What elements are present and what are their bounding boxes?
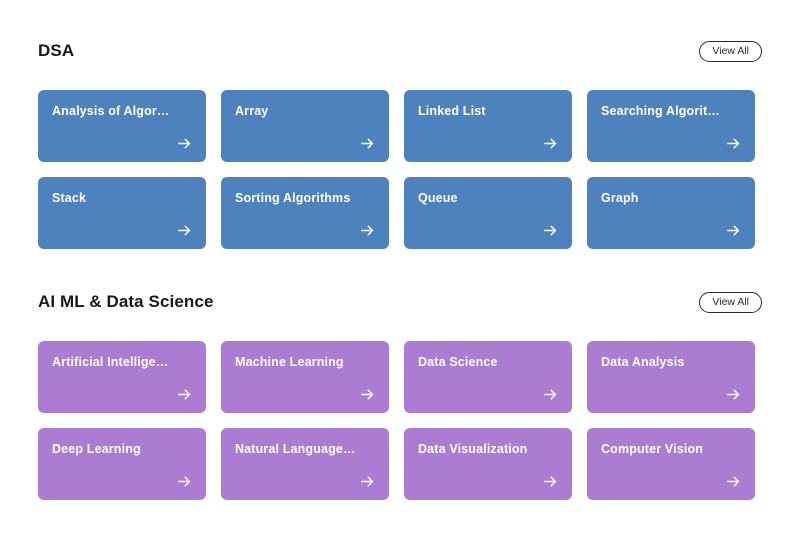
card-data-science[interactable]: Data Science bbox=[404, 341, 572, 413]
card-deep-learning[interactable]: Deep Learning bbox=[38, 428, 206, 500]
card-linked-list[interactable]: Linked List bbox=[404, 90, 572, 162]
section-ai-ml-data-science: AI ML & Data Science View All Artificial… bbox=[30, 283, 763, 500]
card-queue[interactable]: Queue bbox=[404, 177, 572, 249]
card-analysis-of-algorithms[interactable]: Analysis of Algor… bbox=[38, 90, 206, 162]
card-title: Artificial Intellige… bbox=[52, 355, 169, 369]
arrow-right-icon bbox=[542, 473, 559, 490]
card-title: Data Science bbox=[418, 355, 498, 369]
card-sorting-algorithms[interactable]: Sorting Algorithms bbox=[221, 177, 389, 249]
card-title: Data Analysis bbox=[601, 355, 685, 369]
section-header-dsa: DSA View All bbox=[30, 32, 763, 70]
card-natural-language-processing[interactable]: Natural Language… bbox=[221, 428, 389, 500]
card-title: Searching Algorit… bbox=[601, 104, 720, 118]
card-title: Sorting Algorithms bbox=[235, 191, 351, 205]
arrow-right-icon bbox=[359, 473, 376, 490]
arrow-right-icon bbox=[359, 222, 376, 239]
section-title-dsa: DSA bbox=[38, 41, 75, 60]
arrow-right-icon bbox=[176, 135, 193, 152]
card-title: Natural Language… bbox=[235, 442, 356, 456]
arrow-right-icon bbox=[542, 386, 559, 403]
card-title: Linked List bbox=[418, 104, 486, 118]
card-graph[interactable]: Graph bbox=[587, 177, 755, 249]
card-title: Array bbox=[235, 104, 269, 118]
card-title: Data Visualization bbox=[418, 442, 528, 456]
section-dsa: DSA View All Analysis of Algor… Array Li… bbox=[30, 32, 763, 249]
arrow-right-icon bbox=[176, 386, 193, 403]
arrow-right-icon bbox=[725, 473, 742, 490]
card-title: Graph bbox=[601, 191, 639, 205]
card-title: Machine Learning bbox=[235, 355, 344, 369]
course-catalog-page: DSA View All Analysis of Algor… Array Li… bbox=[0, 32, 793, 556]
card-computer-vision[interactable]: Computer Vision bbox=[587, 428, 755, 500]
section-title-ai-ml-data-science: AI ML & Data Science bbox=[38, 292, 214, 311]
card-searching-algorithms[interactable]: Searching Algorit… bbox=[587, 90, 755, 162]
card-title: Analysis of Algor… bbox=[52, 104, 170, 118]
card-title: Stack bbox=[52, 191, 87, 205]
card-stack[interactable]: Stack bbox=[38, 177, 206, 249]
view-all-button-dsa[interactable]: View All bbox=[699, 40, 762, 62]
arrow-right-icon bbox=[725, 386, 742, 403]
card-title: Computer Vision bbox=[601, 442, 704, 456]
card-machine-learning[interactable]: Machine Learning bbox=[221, 341, 389, 413]
card-artificial-intelligence[interactable]: Artificial Intellige… bbox=[38, 341, 206, 413]
arrow-right-icon bbox=[359, 386, 376, 403]
section-header-ai-ml-data-science: AI ML & Data Science View All bbox=[30, 283, 763, 321]
card-data-visualization[interactable]: Data Visualization bbox=[404, 428, 572, 500]
arrow-right-icon bbox=[359, 135, 376, 152]
arrow-right-icon bbox=[725, 135, 742, 152]
card-title: Queue bbox=[418, 191, 458, 205]
arrow-right-icon bbox=[725, 222, 742, 239]
card-grid-ai-ml-data-science: Artificial Intellige… Machine Learning D… bbox=[30, 341, 763, 500]
card-data-analysis[interactable]: Data Analysis bbox=[587, 341, 755, 413]
arrow-right-icon bbox=[176, 222, 193, 239]
arrow-right-icon bbox=[542, 222, 559, 239]
card-title: Deep Learning bbox=[52, 442, 141, 456]
card-grid-dsa: Analysis of Algor… Array Linked List Sea… bbox=[30, 90, 763, 249]
card-array[interactable]: Array bbox=[221, 90, 389, 162]
arrow-right-icon bbox=[542, 135, 559, 152]
view-all-button-ai-ml-data-science[interactable]: View All bbox=[699, 291, 762, 313]
arrow-right-icon bbox=[176, 473, 193, 490]
